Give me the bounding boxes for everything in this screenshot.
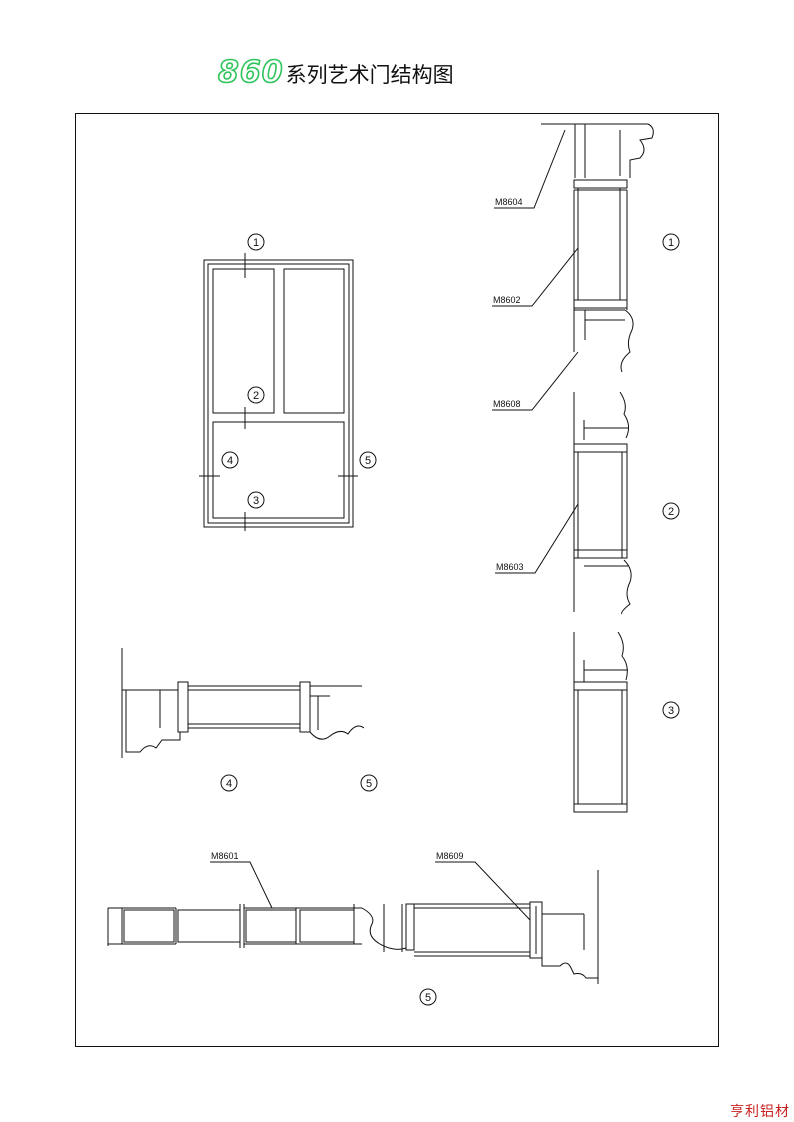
leader-lines [210, 129, 579, 921]
label-m8602: M8602 [493, 295, 521, 305]
marker-5-bottom-section: 5 [425, 992, 431, 1004]
label-m8603: M8603 [496, 562, 524, 572]
door-elevation [199, 253, 358, 531]
page-title: 860 系列艺术门结构图 [217, 52, 454, 90]
section-5-profile [107, 870, 599, 984]
marker-4-section: 4 [226, 778, 232, 790]
marker-4-elevation: 4 [227, 455, 233, 467]
marker-3-elevation: 3 [253, 495, 259, 507]
label-m8604: M8604 [495, 197, 523, 207]
title-series-number: 860 [217, 55, 284, 90]
marker-2-section: 2 [668, 506, 674, 518]
marker-circles [220, 233, 680, 1006]
section-2-profile [573, 391, 632, 615]
marker-1-elevation: 1 [253, 237, 259, 249]
label-m8601: M8601 [211, 851, 239, 861]
marker-1-section: 1 [668, 237, 674, 249]
watermark: 亨利铝材 [730, 1104, 790, 1120]
section-3-profile [573, 631, 628, 813]
marker-3-section: 3 [668, 705, 674, 717]
label-m8608: M8608 [493, 399, 521, 409]
title-text: 系列艺术门结构图 [285, 63, 454, 87]
section-1-profile [541, 123, 654, 373]
section-4-5-profile [121, 648, 365, 758]
label-m8609: M8609 [436, 851, 464, 861]
marker-5-elevation: 5 [365, 455, 371, 467]
marker-2-elevation: 2 [253, 390, 259, 402]
drawing-frame [75, 113, 719, 1047]
marker-5-section: 5 [366, 778, 372, 790]
